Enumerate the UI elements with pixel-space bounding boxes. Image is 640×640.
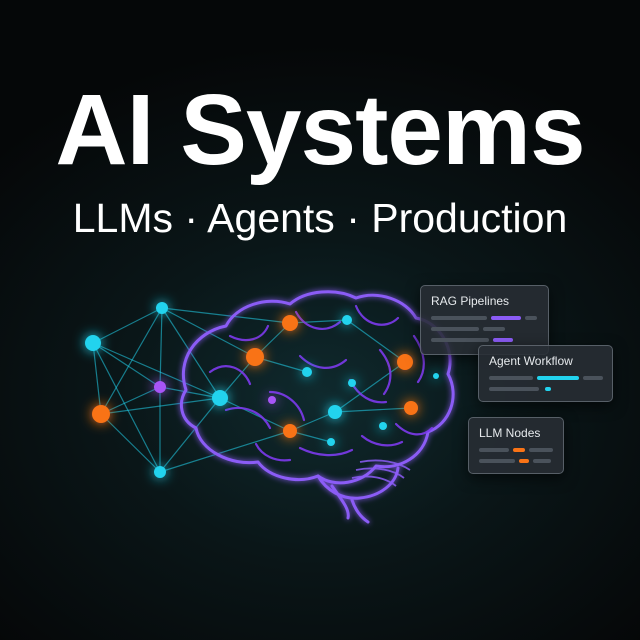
brain-outline: [179, 290, 455, 524]
llm-nodes-title: LLM Nodes: [479, 426, 541, 440]
bar: [483, 327, 505, 331]
network-lines: [92, 307, 412, 473]
bar: [479, 459, 515, 463]
rag-pipelines-card: RAG Pipelines: [420, 285, 549, 355]
bar: [513, 448, 525, 452]
node-cyan: [302, 367, 312, 377]
bar: [489, 376, 533, 380]
llm-nodes-card: LLM Nodes: [468, 417, 564, 474]
bar: [545, 387, 551, 391]
node-orange: [404, 401, 418, 415]
node-cyan: [348, 379, 356, 387]
node-cyan: [433, 373, 439, 379]
brain-folds: [208, 304, 434, 462]
bar: [537, 376, 579, 380]
node-purple: [154, 381, 166, 393]
node-orange: [282, 315, 298, 331]
bar: [491, 316, 521, 320]
node-cyan: [328, 405, 342, 419]
bar: [489, 387, 539, 391]
node-cyan: [379, 422, 387, 430]
node-orange: [92, 405, 110, 423]
bar: [493, 338, 513, 342]
node-purple: [268, 396, 276, 404]
bar: [431, 338, 489, 342]
node-orange: [283, 424, 297, 438]
node-cyan: [154, 466, 166, 478]
bar: [519, 459, 529, 463]
bar: [431, 327, 479, 331]
bar: [529, 448, 553, 452]
agent-workflow-title: Agent Workflow: [489, 354, 573, 368]
agent-workflow-card: Agent Workflow: [478, 345, 613, 402]
node-cyan: [212, 390, 228, 406]
bar: [525, 316, 537, 320]
bar: [479, 448, 509, 452]
node-cyan: [342, 315, 352, 325]
rag-pipelines-title: RAG Pipelines: [431, 294, 510, 308]
node-orange: [397, 354, 413, 370]
page-subtitle: LLMs · Agents · Production: [72, 195, 568, 241]
network-nodes: [85, 302, 439, 478]
node-orange: [246, 348, 264, 366]
page-title: AI Systems: [55, 74, 585, 186]
cerebellum: [351, 459, 411, 487]
node-cyan: [156, 302, 168, 314]
bar: [431, 316, 487, 320]
node-cyan: [85, 335, 101, 351]
node-cyan: [327, 438, 335, 446]
bar: [533, 459, 551, 463]
bar: [583, 376, 603, 380]
